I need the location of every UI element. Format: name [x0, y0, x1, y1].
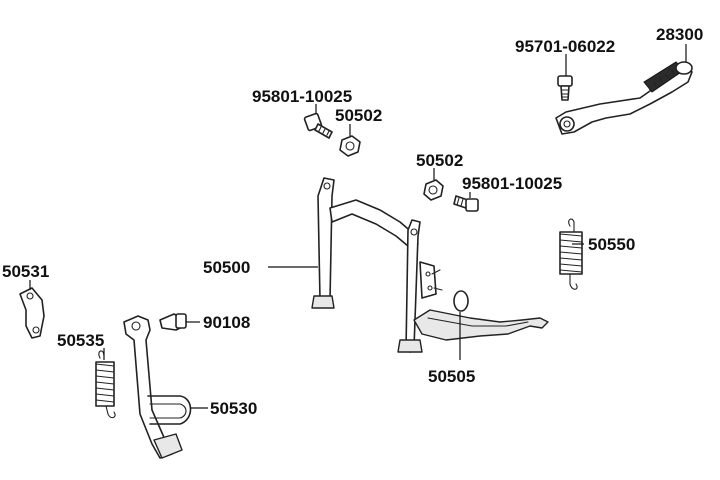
leader-lines [29, 44, 687, 409]
bolt-95801-10025-upper [303, 112, 333, 139]
spring-50550 [559, 218, 583, 290]
bracket-50531 [19, 287, 45, 339]
part-label-95801-10025-right: 95801-10025 [462, 174, 562, 193]
part-label-50505: 50505 [428, 367, 475, 386]
part-label-50535: 50535 [57, 331, 104, 350]
nut-50502-right [423, 179, 444, 201]
part-label-95701-06022: 95701-06022 [515, 37, 615, 56]
part-label-50502-right: 50502 [416, 151, 463, 170]
part-label-95801-10025-upper: 95801-10025 [252, 87, 352, 106]
part-label-50502-upper: 50502 [335, 106, 382, 125]
bolt-90108 [159, 313, 187, 331]
part-label-50531: 50531 [2, 262, 49, 281]
part-label-90108: 90108 [203, 313, 250, 332]
part-label-28300: 28300 [656, 25, 703, 44]
stand-pedal [413, 290, 549, 341]
nut-50502-upper [339, 135, 361, 157]
part-label-50500: 50500 [203, 258, 250, 277]
kick-starter-arm [555, 61, 693, 135]
spring-50535 [95, 350, 116, 419]
part-labels: 28300 95701-06022 95801-10025 50502 5050… [2, 25, 703, 418]
bolt-95701-06022 [557, 75, 573, 101]
bolt-95801-10025-right [453, 195, 479, 212]
main-stand [311, 177, 443, 353]
part-label-50550: 50550 [588, 235, 635, 254]
part-label-50530: 50530 [210, 399, 257, 418]
side-stand [123, 315, 192, 459]
